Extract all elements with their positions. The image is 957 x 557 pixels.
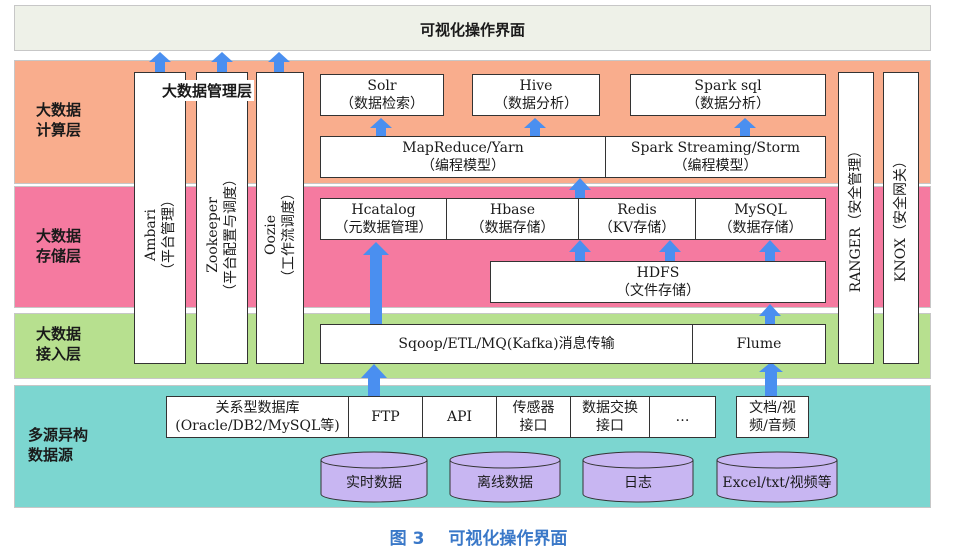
cylinder-logs xyxy=(582,451,694,503)
ranger-column xyxy=(838,72,874,364)
spark-streaming-name: Spark Streaming/Storm xyxy=(630,140,801,156)
sqoop-box: Sqoop/ETL/MQ(Kafka)消息传输 xyxy=(320,324,693,364)
solr-desc: （数据检索） xyxy=(340,96,424,112)
sensor-desc: 接口 xyxy=(519,418,548,434)
arrow-flume-hdfs xyxy=(759,304,781,328)
flume-label: Flume xyxy=(736,336,782,352)
spark-sql-box: Spark sql （数据分析） xyxy=(630,74,826,116)
exchange-name: 数据交换 xyxy=(582,400,638,416)
spark-streaming-desc: （编程模型） xyxy=(673,158,758,174)
arrow-docs-flume xyxy=(759,362,783,398)
visual-interface-bar: 可视化操作界面 xyxy=(14,5,931,51)
hbase-desc: （数据存储） xyxy=(470,220,555,236)
figure-caption: 图 3 可视化操作界面 xyxy=(0,524,957,549)
ftp-box: FTP xyxy=(348,396,423,438)
ambari-column xyxy=(134,72,186,364)
spark-sql-desc: （数据分析） xyxy=(686,96,770,112)
arrow-mapreduce-hive xyxy=(524,118,546,138)
mapreduce-desc: （编程模型） xyxy=(421,158,505,174)
hcatalog-name: Hcatalog xyxy=(351,202,416,218)
arrow-zookeeper xyxy=(211,52,233,74)
flume-box: Flume xyxy=(692,324,826,364)
api-label: API xyxy=(446,409,473,425)
visual-interface-title: 可视化操作界面 xyxy=(419,21,525,39)
arrow-spark-sql xyxy=(734,118,756,138)
hive-box: Hive （数据分析） xyxy=(472,74,600,116)
arrow-hdfs-right xyxy=(759,240,781,264)
spark-sql-name: Spark sql xyxy=(694,78,762,94)
cylinder-offline xyxy=(449,451,561,503)
zookeeper-column xyxy=(196,72,248,364)
storage-layer-label: 大数据 存储层 xyxy=(36,227,82,265)
mysql-desc: （数据存储） xyxy=(718,220,803,236)
docs-media-name: 文档/视 xyxy=(749,400,796,416)
figure-caption-label: 图 3 xyxy=(389,529,425,549)
cylinder-logs-label: 日志 xyxy=(624,475,652,491)
figure-caption-text: 可视化操作界面 xyxy=(448,529,568,549)
hdfs-box: HDFS （文件存储） xyxy=(490,261,826,303)
oozie-column xyxy=(256,72,304,364)
hbase-name: Hbase xyxy=(490,202,535,218)
more-sources-label: … xyxy=(675,409,690,425)
mysql-box: MySQL （数据存储） xyxy=(695,198,826,240)
hcatalog-box: Hcatalog （元数据管理） xyxy=(320,198,447,240)
redis-desc: （KV存储） xyxy=(598,220,676,236)
cylinder-offline-label: 离线数据 xyxy=(477,475,533,491)
arrow-hdfs-mysql xyxy=(659,240,681,264)
access-layer-label: 大数据 接入层 xyxy=(36,325,82,363)
arrow-storage-compute xyxy=(569,178,591,202)
hbase-box: Hbase （数据存储） xyxy=(446,198,579,240)
docs-media-box: 文档/视 频/音频 xyxy=(736,396,809,438)
arrow-sources-sqoop xyxy=(361,364,387,398)
knox-column xyxy=(883,72,919,364)
api-box: API xyxy=(422,396,497,438)
redis-name: Redis xyxy=(617,202,657,218)
arrow-access-hcatalog xyxy=(363,242,389,325)
relational-db-desc: (Oracle/DB2/MySQL等) xyxy=(175,418,340,434)
more-sources-box: … xyxy=(649,396,716,438)
hcatalog-desc: （元数据管理） xyxy=(334,220,433,236)
cylinder-files-label: Excel/txt/视频等 xyxy=(722,475,832,491)
docs-media-desc: 频/音频 xyxy=(749,418,796,434)
exchange-desc: 接口 xyxy=(596,418,624,434)
source-layer-label: 多源异构 数据源 xyxy=(28,426,89,464)
hdfs-desc: （文件存储） xyxy=(616,283,700,299)
arrow-hdfs-hbase xyxy=(569,240,591,264)
ftp-label: FTP xyxy=(371,409,400,425)
management-layer-title: 大数据管理层 xyxy=(160,80,255,101)
relational-db-name: 关系型数据库 xyxy=(215,400,300,416)
hive-name: Hive xyxy=(519,78,553,94)
arrow-oozie xyxy=(268,52,290,74)
arrow-ambari xyxy=(149,52,171,74)
exchange-box: 数据交换 接口 xyxy=(570,396,650,438)
mapreduce-box: MapReduce/Yarn （编程模型） xyxy=(320,136,606,178)
cylinder-realtime xyxy=(320,451,428,503)
arrow-mapreduce-solr xyxy=(370,118,392,138)
mysql-name: MySQL xyxy=(734,202,787,218)
hive-desc: （数据分析） xyxy=(494,96,578,112)
solr-box: Solr （数据检索） xyxy=(320,74,444,116)
mapreduce-name: MapReduce/Yarn xyxy=(402,140,524,156)
compute-layer-label: 大数据 计算层 xyxy=(36,101,82,139)
solr-name: Solr xyxy=(367,78,397,94)
hdfs-name: HDFS xyxy=(636,265,680,281)
sqoop-label: Sqoop/ETL/MQ(Kafka)消息传输 xyxy=(398,336,615,352)
sensor-box: 传感器 接口 xyxy=(496,396,571,438)
relational-db-box: 关系型数据库 (Oracle/DB2/MySQL等) xyxy=(166,396,349,438)
cylinder-realtime-label: 实时数据 xyxy=(346,475,402,491)
spark-streaming-box: Spark Streaming/Storm （编程模型） xyxy=(605,136,826,178)
cylinder-files xyxy=(716,451,838,503)
redis-box: Redis （KV存储） xyxy=(578,198,696,240)
sensor-name: 传感器 xyxy=(512,400,555,416)
